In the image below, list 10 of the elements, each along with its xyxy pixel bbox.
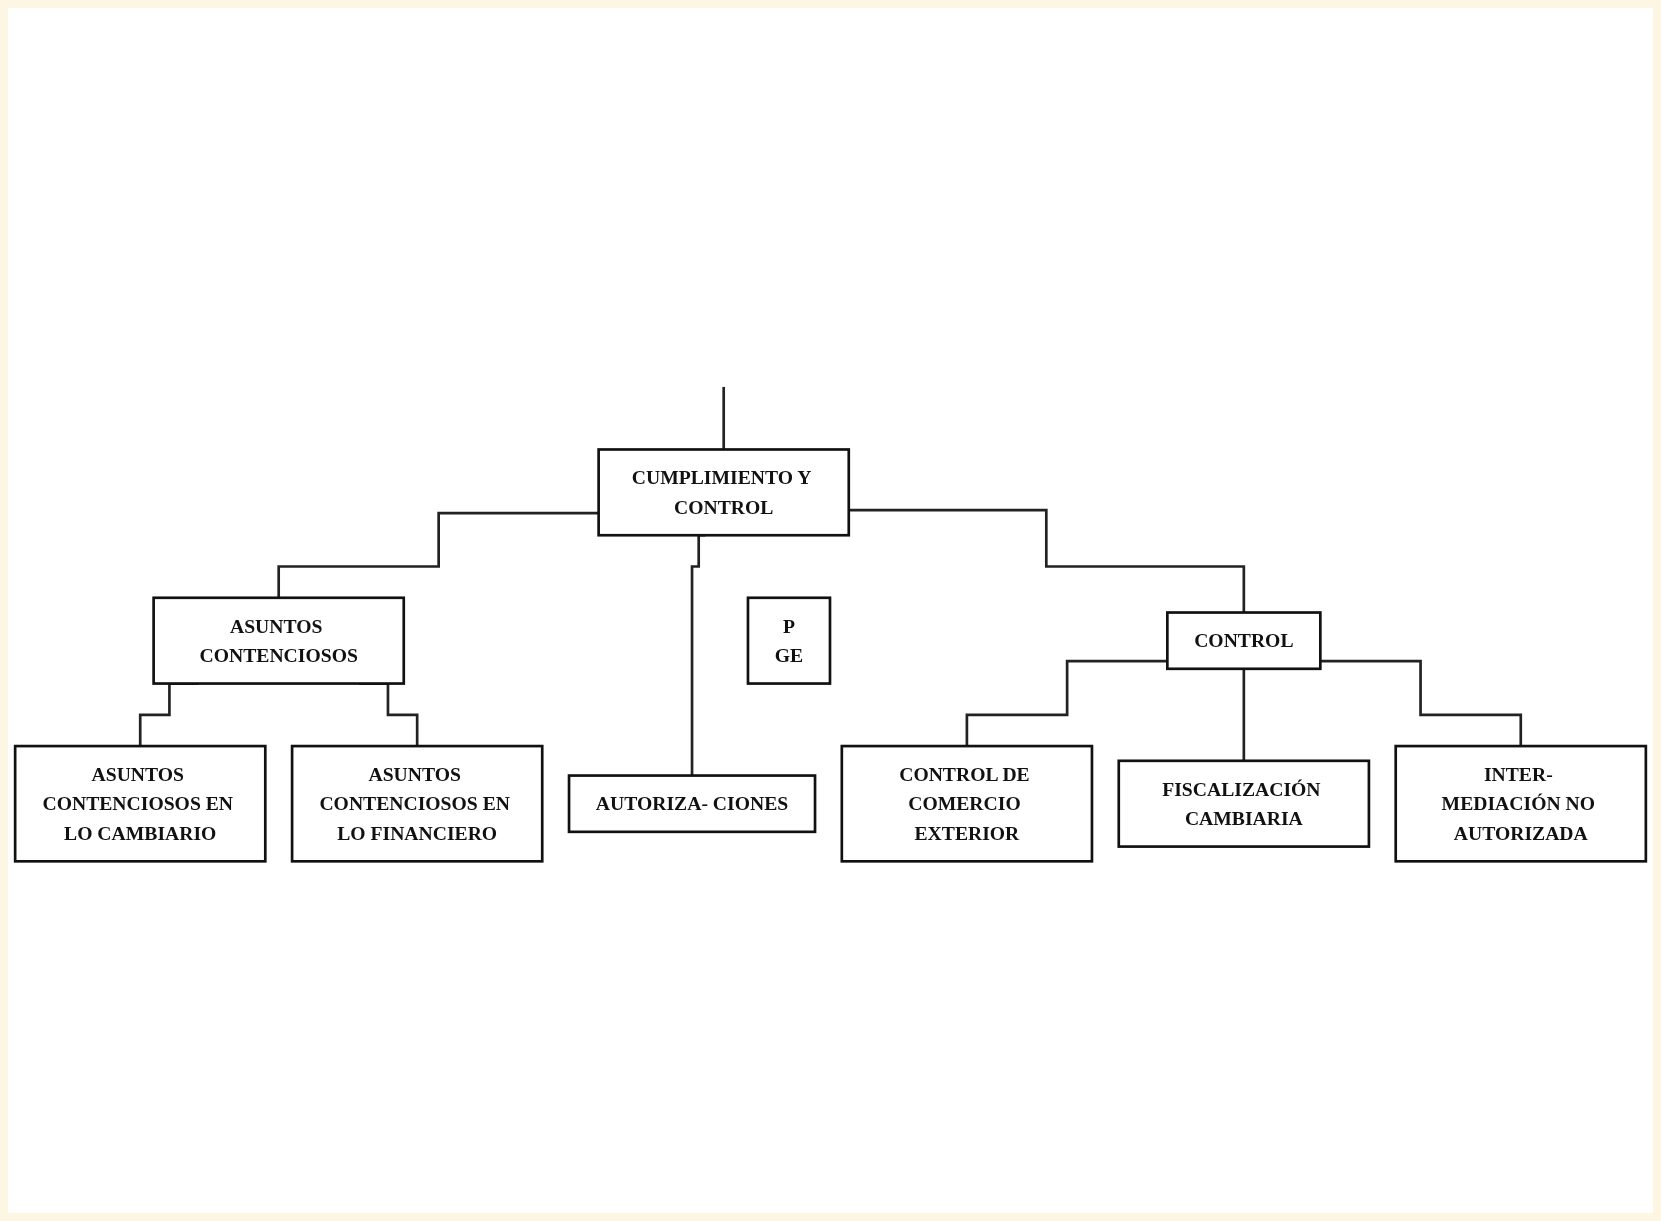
node-box: ASUNTOS CONTENCIOSOS EN LO CAMBIARIO	[13, 744, 267, 863]
node-box: CONTROL DE COMERCIO EXTERIOR	[840, 744, 1094, 863]
node-box: ASUNTOS CONTENCIOSOS	[152, 596, 406, 685]
node-box: FISCALIZACIÓN CAMBIARIA	[1117, 759, 1371, 848]
node-box: ASUNTOS CONTENCIOSOS EN LO FINANCIERO	[290, 744, 544, 863]
node-box: INTER- MEDIACIÓN NO AUTORIZADA	[1394, 744, 1648, 863]
node-box: AUTORIZA- CIONES	[567, 774, 817, 833]
node-box: P GE	[746, 596, 832, 685]
node-box: CUMPLIMIENTO Y CONTROL	[597, 447, 851, 537]
node-box: CONTROL	[1166, 610, 1322, 670]
